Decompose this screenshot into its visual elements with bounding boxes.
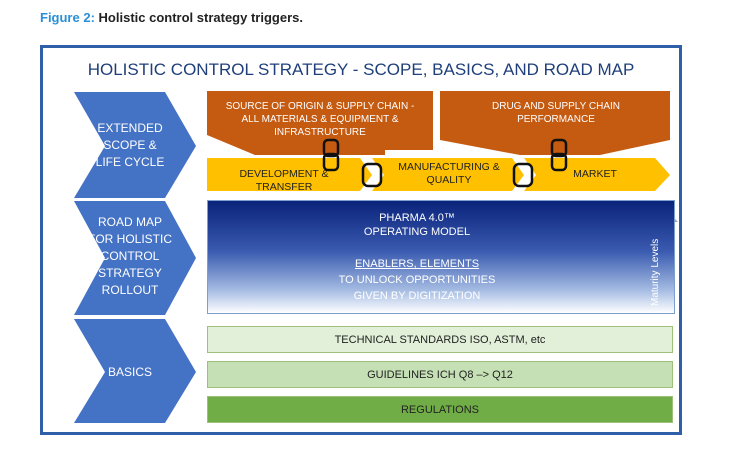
chevron-basics-shape [74, 319, 196, 423]
chevron-roadmap-shape [74, 201, 196, 315]
flow-manufacturing-arrow [372, 158, 524, 191]
chevron-basics: BASICS [80, 364, 180, 381]
source-line-3: INFRASTRUCTURE [274, 127, 366, 138]
road-map-line-1: PHARMA 4.0™ [379, 212, 455, 224]
road-map-line-5: GIVEN BY DIGITIZATION [353, 290, 481, 302]
chevron-roadmap-line-3: CONTROL [100, 249, 160, 263]
road-map-line-4: TO UNLOCK OPPORTUNITIES [338, 274, 496, 286]
flow-market-arrow [524, 158, 670, 191]
diagram-title: HOLISTIC CONTROL STRATEGY - SCOPE, BASIC… [87, 60, 635, 79]
drug-line-1: DRUG AND SUPPLY CHAIN [492, 101, 620, 112]
drug-supply-text: DRUG AND SUPPLY CHAIN PERFORMANCE [445, 100, 667, 126]
chevron-basics-line-1: BASICS [107, 365, 152, 379]
chevron-extended-shape [74, 92, 196, 198]
figure-label: Figure 2: [40, 10, 95, 25]
figure-caption-text: Holistic control strategy triggers. [98, 10, 303, 25]
road-map-line-2: OPERATING MODEL [363, 226, 471, 238]
road-map-line-3: ENABLERS, ELEMENTS [354, 258, 480, 270]
guidelines-bar: GUIDELINES ICH Q8 –> Q12 [207, 361, 673, 388]
chevron-roadmap-line-1: ROAD MAP [97, 215, 162, 229]
drug-box-tail [440, 135, 670, 155]
chevron-extended-line-3: LIFE CYCLE [95, 155, 165, 169]
drug-box [440, 91, 670, 135]
regulations-bar: REGULATIONS [207, 396, 673, 423]
chevron-roadmap-line-2: FOR HOLISTIC [87, 232, 172, 246]
flow-market-label: MARKET [573, 168, 617, 180]
source-line-1: SOURCE OF ORIGIN & SUPPLY CHAIN - [225, 101, 415, 112]
flow-manufacturing-line-2: QUALITY [426, 174, 472, 186]
cycle-arrows-icon [361, 162, 534, 188]
chevron-extended-line-2: SCOPE & [103, 138, 157, 152]
technical-standards-bar: TECHNICAL STANDARDS ISO, ASTM, etc [207, 326, 673, 353]
road-map-block [207, 200, 675, 314]
flow-development-label: DEVELOPMENT & TRANSFER [239, 168, 329, 193]
chevron-extended: EXTENDED SCOPE & LIFE CYCLE [80, 120, 180, 171]
drug-line-2: PERFORMANCE [517, 114, 595, 125]
flow-manufacturing-line-1: MANUFACTURING & [398, 161, 500, 173]
chevron-roadmap: ROAD MAP FOR HOLISTIC CONTROL STRATEGY R… [80, 214, 180, 299]
chevron-roadmap-line-5: ROLLOUT [101, 283, 159, 297]
maturity-levels-label: Maturity Levels [650, 238, 661, 306]
chain-link-icon [322, 138, 568, 172]
figure-caption: Figure 2: Holistic control strategy trig… [40, 10, 303, 25]
chevron-extended-line-1: EXTENDED [97, 121, 163, 135]
flow-manufacturing-label: MANUFACTURING & QUALITY [388, 161, 510, 187]
source-box-tail [207, 135, 433, 155]
source-box [207, 91, 433, 135]
source-origin-text: SOURCE OF ORIGIN & SUPPLY CHAIN - ALL MA… [210, 100, 430, 139]
chevron-roadmap-line-4: STRATEGY [98, 266, 162, 280]
source-line-2: ALL MATERIALS & EQUIPMENT & [241, 114, 399, 125]
flow-development-arrow [207, 158, 372, 191]
